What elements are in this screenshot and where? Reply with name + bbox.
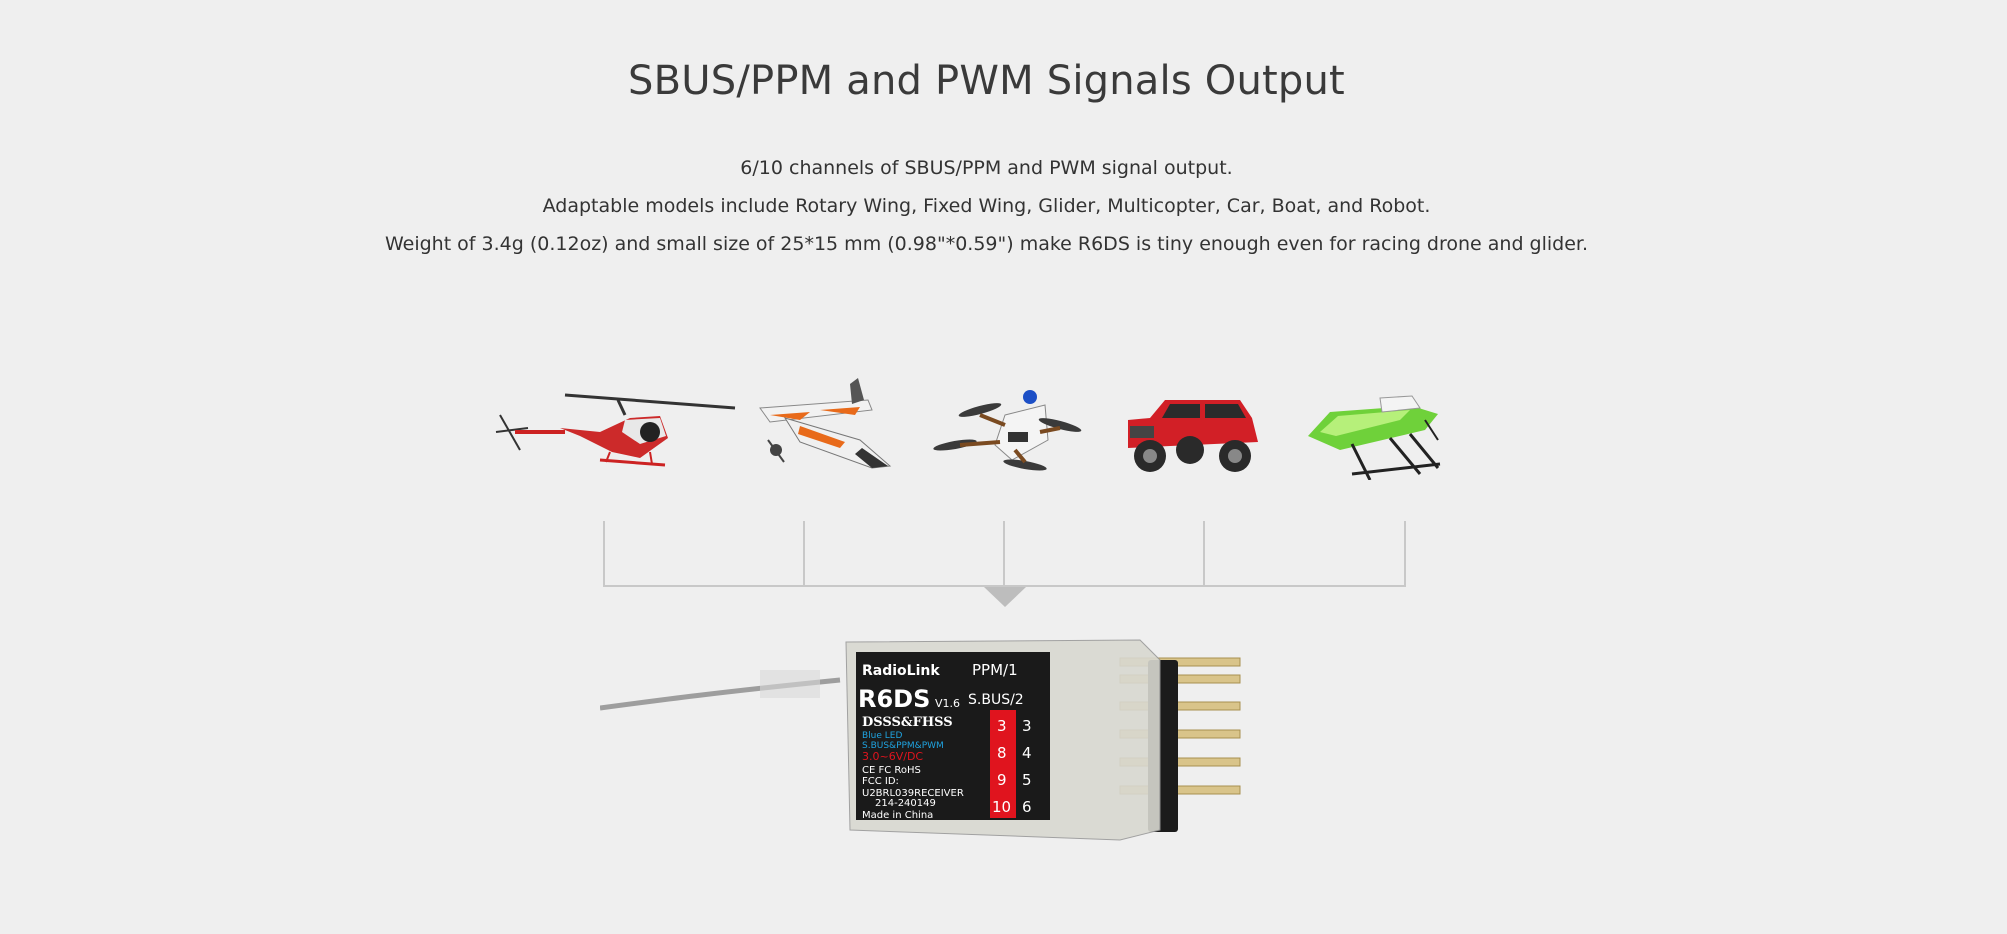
receiver-label — [856, 652, 1050, 820]
description-line-1: 6/10 channels of SBUS/PPM and PWM signal… — [740, 157, 1233, 179]
compatible-models — [495, 378, 1441, 480]
pin-header — [1119, 657, 1241, 795]
helicopter-icon — [495, 393, 736, 467]
description-line-3: Weight of 3.4g (0.12oz) and small size o… — [384, 233, 1589, 255]
channel-right-1: 3 — [1022, 717, 1032, 735]
mode2-text: S.BUS/2 — [968, 692, 1024, 708]
channel-right-3: 5 — [1022, 771, 1032, 789]
model-text: R6DS — [858, 685, 930, 713]
mode1-text: PPM/1 — [972, 661, 1018, 679]
channel-left-2: 8 — [997, 744, 1007, 762]
voltage-text: 3.0~6V/DC — [862, 750, 923, 763]
channel-left-3: 9 — [997, 771, 1007, 789]
origin-text: Made in China — [862, 810, 933, 821]
channel-left-4: 10 — [992, 798, 1011, 816]
fcc-id-text: U2BRL039RECEIVER — [862, 788, 964, 799]
cert-text: CE FC RoHS — [862, 765, 921, 776]
description-line-2: Adaptable models include Rotary Wing, Fi… — [542, 195, 1431, 217]
channel-right-4: 6 — [1022, 798, 1032, 816]
signals-text: S.BUS&PPM&PWM — [862, 741, 944, 751]
section-title: SBUS/PPM and PWM Signals Output — [628, 58, 1345, 104]
drone-icon — [933, 390, 1082, 471]
airplane-icon — [759, 378, 892, 469]
boat-icon — [1308, 395, 1441, 480]
car-icon — [1128, 400, 1258, 472]
led-text: Blue LED — [862, 731, 902, 741]
version-text: V1.6 — [935, 697, 960, 710]
down-arrow-icon — [984, 587, 1026, 607]
code-text: 214-240149 — [875, 798, 936, 809]
brand-text: RadioLink — [862, 663, 940, 679]
channel-left-1: 3 — [997, 717, 1007, 735]
channel-right-2: 4 — [1022, 744, 1032, 762]
fcc-label: FCC ID: — [862, 776, 899, 787]
receiver-image: RadioLink PPM/1 R6DS V1.6 S.BUS/2 DSSS&F… — [600, 639, 1241, 841]
protocol-text: DSSS&FHSS — [862, 715, 953, 730]
